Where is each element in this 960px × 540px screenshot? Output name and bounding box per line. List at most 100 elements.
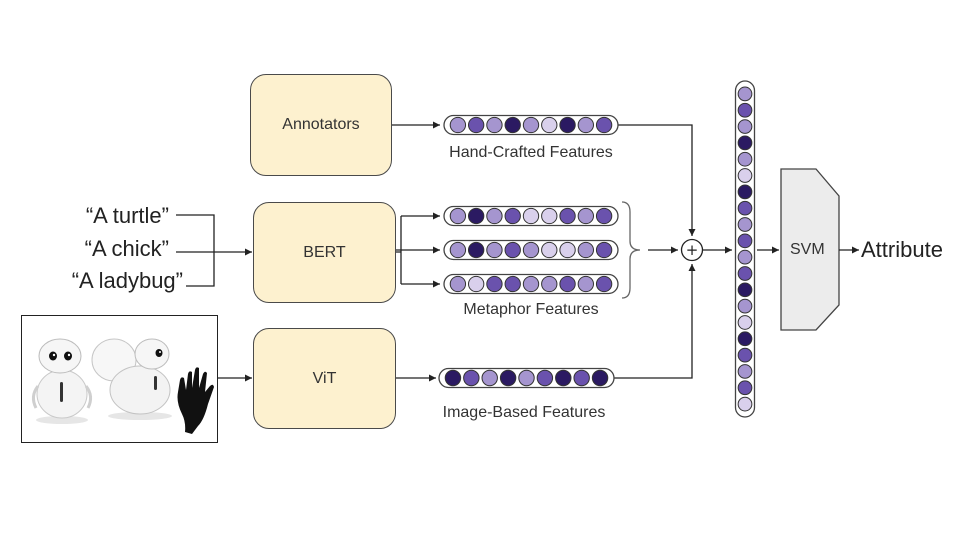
hand-crafted-vector-unit [541,116,558,134]
vit-box: ViT [253,328,396,429]
combined-vector-unit [737,168,753,183]
hand-crafted-vector-unit [467,116,485,134]
image-based-vector-unit [444,369,462,387]
image-based-vector-unit [555,369,572,387]
quote-turtle: “A turtle” [85,203,169,228]
hand-crafted-vector-unit [449,116,467,134]
attribute-output-label: Attribute [861,237,943,262]
metaphor-vector-1-unit [595,207,613,225]
combined-vector-unit [737,135,753,151]
metaphor-vector-1-unit [577,207,595,225]
sum-operator-sign: + [686,241,699,259]
metaphor-vector-3-unit [577,275,595,293]
metaphor-vector-1-unit [541,207,558,225]
image-based-vector-unit [463,369,480,387]
metaphor-vector-2-unit [577,241,595,259]
combined-vector-unit [737,347,753,363]
image-based-vector-unit [518,369,535,387]
image-based-vector-unit [573,369,590,387]
hand-crafted-vector-unit [595,116,613,134]
bert-label: BERT [303,243,346,261]
combined-vector [734,80,756,418]
metaphor-vector-2-unit [522,241,540,259]
combined-vector-outline [734,80,756,418]
hand-crafted-vector-unit [504,116,521,134]
image-based-features-label: Image-Based Features [442,404,606,421]
metaphor-vector-3-unit [541,275,558,293]
combined-vector-unit [737,249,753,265]
annotators-box: Annotators [250,74,392,176]
metaphor-vector-2-unit [467,241,485,259]
combined-vector-unit [737,184,753,200]
combined-vector-unit [737,102,753,118]
hand-crafted-vector-unit [577,116,595,134]
combined-vector-unit [737,315,753,330]
svm-block [780,168,840,331]
combined-vector-unit [737,200,753,216]
metaphor-vector-2-unit [504,241,521,259]
vit-label: ViT [312,369,337,387]
metaphor-vector-1-unit [449,207,467,225]
bert-box: BERT [253,202,396,303]
metaphor-features-label: Metaphor Features [463,301,599,318]
metaphor-vector-2-unit [486,241,503,259]
quote-chick: “A chick” [84,236,169,261]
metaphor-vector-2-unit [449,241,467,259]
metaphor-vector-3-unit [449,275,467,293]
combined-vector-unit [737,298,753,314]
hand-crafted-vector-unit [522,116,540,134]
handcrafted-to-sum-arrow [618,124,696,236]
image-based-vector-unit [499,369,517,387]
robot-side-illustration [91,338,172,420]
metaphor-vector-1-unit [559,207,576,225]
svm-label: SVM [790,241,825,258]
sum-operator-circle [680,238,704,262]
combined-vector-unit [737,331,753,347]
metaphor-vector-2-unit [541,241,558,259]
image-to-sum-arrow [614,264,696,379]
combined-vector-unit [737,380,753,396]
image-based-vector-unit [591,369,609,387]
combined-vector-unit [737,86,753,102]
hand-crafted-vector-unit [486,116,503,134]
metaphor-vector-1-unit [467,207,485,225]
robot-front-illustration [31,338,93,424]
quote-bracket [176,214,215,287]
combined-vector-unit [737,151,753,167]
hand-silhouette-illustration [177,367,214,434]
metaphor-vector-2 [443,239,619,261]
metaphor-vector-3-unit [467,275,485,293]
annotators-label: Annotators [282,116,360,133]
image-based-vector-unit [536,369,554,387]
metaphor-vector-3-unit [559,275,576,293]
metaphor-vector-3 [443,273,619,295]
combined-vector-unit [737,233,753,249]
metaphor-brace [621,201,641,299]
hand-crafted-vector [443,114,619,136]
combined-vector-unit [737,364,753,379]
image-based-vector-unit [481,369,498,387]
bert-split-lines [395,216,402,284]
metaphor-vector-1 [443,205,619,227]
metaphor-vector-1-unit [504,207,521,225]
metaphor-vector-2-unit [595,241,613,259]
combined-vector-unit [737,217,753,232]
metaphor-vector-1-unit [522,207,540,225]
hand-crafted-vector-unit [559,116,576,134]
robot-photo-panel [21,315,218,443]
quote-ladybug: “A ladybug” [71,268,183,293]
metaphor-vector-3-unit [595,275,613,293]
combined-vector-unit [737,282,753,298]
robot-photo [31,338,214,434]
metaphor-vector-3-unit [522,275,540,293]
image-based-vector [438,367,615,389]
combined-vector-unit [737,396,753,412]
combined-vector-unit [737,119,753,134]
combined-vector-unit [737,266,753,281]
metaphor-vector-1-unit [486,207,503,225]
metaphor-vector-3-unit [486,275,503,293]
metaphor-vector-3-unit [504,275,521,293]
hand-crafted-features-label: Hand-Crafted Features [449,144,613,161]
